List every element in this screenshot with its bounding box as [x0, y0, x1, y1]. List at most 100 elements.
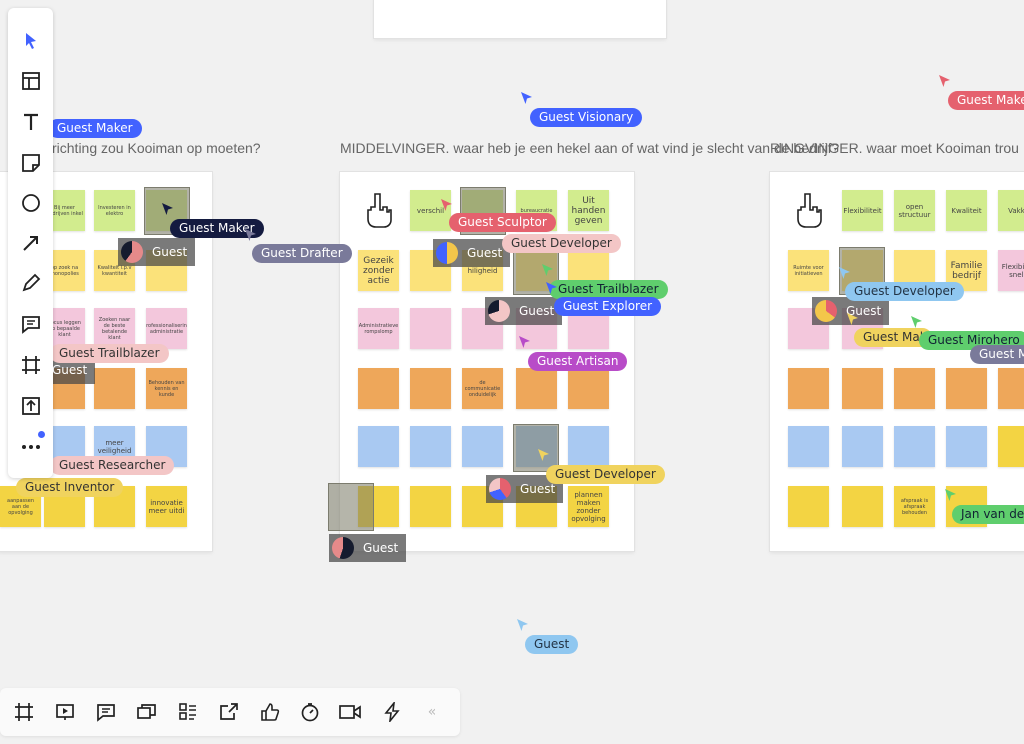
- sticky-note[interactable]: afspraak is afspraak behouden: [894, 486, 935, 527]
- sticky-note[interactable]: [94, 368, 135, 409]
- sticky-note[interactable]: Administratieve rompslomp: [358, 308, 399, 349]
- comments-icon[interactable]: [94, 700, 118, 724]
- cursor-arrow-icon: [911, 316, 922, 328]
- frames-icon[interactable]: [12, 700, 36, 724]
- guest-avatar-chip: Guest: [118, 238, 196, 266]
- sticky-note[interactable]: [410, 308, 451, 349]
- sticky-note[interactable]: [358, 426, 399, 467]
- cards-icon[interactable]: [135, 700, 159, 724]
- avatar: [815, 300, 837, 322]
- sticky-note[interactable]: [788, 426, 829, 467]
- shape-tool-icon[interactable]: [18, 190, 44, 216]
- cursor-label: Guest Maker: [948, 91, 1024, 110]
- sticky-note[interactable]: [410, 368, 451, 409]
- sticky-note[interactable]: [842, 368, 883, 409]
- sticky-note[interactable]: Kwaliteit: [946, 190, 987, 231]
- avatar: [488, 300, 510, 322]
- cursor-arrow-icon: [519, 336, 530, 348]
- sticky-note[interactable]: Uit handen geven: [568, 190, 609, 231]
- sticky-note[interactable]: Ruimte voor initiatieven: [788, 250, 829, 291]
- sticky-note[interactable]: Behouden van kennis en kunde: [146, 368, 187, 409]
- sticky-note[interactable]: [998, 368, 1024, 409]
- connection-line-tool-icon[interactable]: [18, 230, 44, 256]
- cursor-label: Jan van de: [952, 505, 1024, 524]
- sticky-note[interactable]: professionalisering administratie: [146, 308, 187, 349]
- video-chat-icon[interactable]: [338, 700, 362, 724]
- select-tool-icon[interactable]: [18, 28, 44, 54]
- cursor-label: Guest: [525, 635, 579, 654]
- sticky-note[interactable]: innovatie meer uitdi: [146, 486, 187, 527]
- sticky-note-tool-icon[interactable]: [18, 150, 44, 176]
- sticky-note[interactable]: [516, 368, 557, 409]
- sticky-note[interactable]: [410, 426, 451, 467]
- more-tools-icon[interactable]: [18, 434, 44, 460]
- timer-icon[interactable]: [298, 700, 322, 724]
- sticky-note[interactable]: [894, 426, 935, 467]
- templates-tool-icon[interactable]: [18, 68, 44, 94]
- cursor-label: Guest Visionary: [530, 108, 643, 127]
- sticky-note[interactable]: Flexibiliteit: [842, 190, 883, 231]
- activity-icon[interactable]: [380, 700, 404, 724]
- sticky-note[interactable]: [946, 368, 987, 409]
- cursor-label: Guest Developer: [546, 465, 665, 484]
- avatar: [436, 242, 458, 264]
- upload-tool-icon[interactable]: [18, 393, 44, 419]
- cursor-arrow-icon: [245, 229, 256, 241]
- guest-avatar-chip: Guest: [329, 534, 407, 562]
- sticky-note[interactable]: Gezeik zonder actie: [358, 250, 399, 291]
- cursor-arrow-icon: [441, 199, 452, 211]
- sticky-note[interactable]: Investeren in elektro: [94, 190, 135, 231]
- top-frame[interactable]: [374, 0, 666, 38]
- ring-finger-icon: [788, 190, 828, 230]
- sticky-note[interactable]: open structuur: [894, 190, 935, 231]
- kanban-icon[interactable]: [176, 700, 200, 724]
- heading-right: RINGVINGER. waar moet Kooiman trou: [770, 140, 1019, 156]
- guest-avatar-chip: Guest: [433, 239, 511, 267]
- presentation-icon[interactable]: [53, 700, 77, 724]
- heading-left: richting zou Kooiman op moeten?: [52, 140, 261, 156]
- sticky-note[interactable]: [568, 368, 609, 409]
- sticky-note[interactable]: [842, 426, 883, 467]
- cursor-label: Guest Explorer: [554, 297, 662, 316]
- sticky-note[interactable]: Flexibi en snelh: [998, 250, 1024, 291]
- sticky-note[interactable]: plannen maken zonder opvolging: [568, 486, 609, 527]
- sticky-note[interactable]: [358, 368, 399, 409]
- voting-icon[interactable]: [258, 700, 282, 724]
- cursor-arrow-icon: [939, 75, 950, 87]
- text-tool-icon[interactable]: [18, 109, 44, 135]
- comment-tool-icon[interactable]: [18, 311, 44, 337]
- cursor-label: Guest Sculptor: [449, 213, 556, 232]
- selection-box: [513, 424, 559, 472]
- cursor-arrow-icon: [847, 313, 858, 325]
- sticky-note[interactable]: [410, 486, 451, 527]
- sticky-note[interactable]: Vakke: [998, 190, 1024, 231]
- sticky-note[interactable]: de communicatie onduidelijk: [462, 368, 503, 409]
- cursor-arrow-icon: [517, 619, 528, 631]
- heading-middle: MIDDELVINGER. waar heb je een hekel aan …: [340, 140, 840, 156]
- frame-right[interactable]: Flexibiliteit open structuur Kwaliteit V…: [770, 172, 1024, 551]
- sticky-note[interactable]: [568, 426, 609, 467]
- avatar: [332, 537, 354, 559]
- cursor-arrow-icon: [542, 264, 553, 276]
- sticky-note[interactable]: [946, 426, 987, 467]
- sticky-note[interactable]: Zoeken naar de beste betalende klant: [94, 308, 135, 349]
- sticky-note[interactable]: [788, 486, 829, 527]
- sticky-note[interactable]: [842, 486, 883, 527]
- pen-tool-icon[interactable]: [18, 270, 44, 296]
- cursor-label: Guest Drafter: [252, 244, 352, 263]
- cursor-label: Guest Inventor: [16, 478, 124, 497]
- sticky-note[interactable]: [462, 426, 503, 467]
- guest-chip-label: Guest: [467, 246, 503, 260]
- share-screen-icon[interactable]: [217, 700, 241, 724]
- cursor-arrow-icon: [839, 267, 850, 279]
- collapse-toolbar-button[interactable]: «: [427, 704, 437, 720]
- sticky-note[interactable]: [894, 368, 935, 409]
- sticky-note[interactable]: [788, 368, 829, 409]
- cursor-arrow-icon: [546, 282, 557, 294]
- frame-tool-icon[interactable]: [18, 352, 44, 378]
- sticky-note[interactable]: [998, 426, 1024, 467]
- sticky-note[interactable]: verschil: [410, 190, 451, 231]
- cursor-label: Guest Artisan: [528, 352, 628, 371]
- avatar: [489, 478, 511, 500]
